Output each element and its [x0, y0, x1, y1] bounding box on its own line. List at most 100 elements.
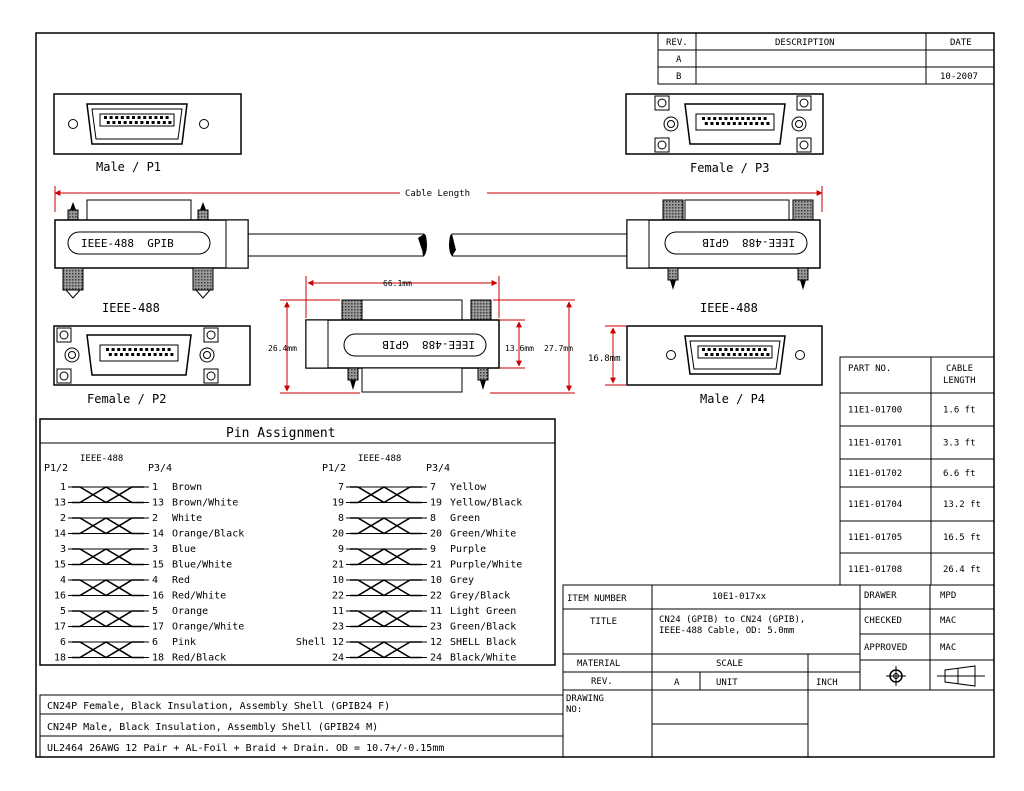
cable-length: 26.4 ft: [943, 565, 981, 575]
pin-right-number: 4: [152, 575, 158, 586]
connector-pin: [716, 353, 719, 356]
projection-cone-icon: [937, 665, 985, 687]
connector-pin: [145, 348, 149, 351]
scale-label: SCALE: [716, 659, 743, 669]
connector-pin: [159, 353, 163, 356]
approved-value: MAC: [940, 643, 956, 653]
connector-pin: [702, 117, 705, 120]
connector-pin: [760, 122, 764, 125]
twisted-pair: [72, 610, 144, 628]
pin-right-number: 5: [152, 606, 158, 617]
pin-left-number: 8: [338, 513, 344, 524]
connector-pin: [738, 353, 742, 356]
connector-pin: [164, 353, 168, 356]
female-p3-label: Female / P3: [690, 161, 769, 175]
connector-pin: [140, 121, 144, 124]
connector-pin: [735, 117, 739, 120]
pin-left-number: 4: [60, 575, 66, 586]
wire-color: Purple/White: [450, 560, 522, 571]
bom-item-1: CN24P Female, Black Insulation, Assembly…: [47, 701, 390, 712]
connector-pin: [143, 116, 147, 119]
item-number-label: ITEM NUMBER: [567, 594, 627, 604]
wire-color: Green: [450, 513, 480, 524]
drawing-no-label-1: DRAWING: [566, 694, 604, 704]
pin-left-number: 13: [54, 498, 66, 509]
wire-color: Pink: [172, 637, 196, 648]
wire-color: Green/Black: [450, 622, 516, 633]
wire-color: Orange: [172, 606, 208, 617]
connector-pin: [713, 117, 717, 120]
dim-height-inner: 13.6mm: [505, 344, 534, 353]
connector-pin: [707, 117, 711, 120]
connector-pin: [710, 353, 714, 356]
connector-pin: [111, 348, 115, 351]
connector-pin: [752, 348, 756, 351]
pin-right-number: 9: [430, 544, 436, 555]
pin-right-number: 15: [152, 560, 164, 571]
pin-left-number: 18: [54, 653, 66, 664]
connector-pin: [167, 348, 171, 351]
wire-color: Yellow/Black: [450, 498, 522, 509]
connector-pin: [727, 122, 731, 125]
material-label: MATERIAL: [577, 659, 620, 669]
connector-pin: [153, 353, 157, 356]
connector-pin: [732, 122, 736, 125]
pin-right-number: 14: [152, 529, 164, 540]
dim-width: 66.1mm: [383, 279, 412, 288]
pin-left-number: 23: [332, 622, 344, 633]
connector-pin: [730, 117, 733, 120]
part-number: 11E1-01708: [848, 565, 902, 575]
connector-pin: [766, 353, 770, 356]
connector-pin: [125, 353, 129, 356]
checked-label: CHECKED: [864, 616, 902, 626]
connector-pin: [128, 348, 132, 351]
title-line-2: IEEE-488 Cable, OD: 5.0mm: [659, 626, 794, 636]
connector-pin: [115, 116, 119, 119]
pin-right-number: 3: [152, 544, 158, 555]
connector-pin: [132, 116, 135, 119]
projection-target-icon: [886, 666, 906, 686]
middle-connector-side: IEEE-488 GPIB 66.1mm 26.4mm 13.6mm 27.7m…: [268, 276, 575, 394]
connector-pin: [738, 122, 742, 125]
wire-color: Light Green: [450, 606, 516, 617]
connector-pin: [108, 353, 112, 356]
connector-pin: [151, 121, 155, 124]
pin-left-number: 1: [60, 482, 66, 493]
pin-left-number: 14: [54, 529, 66, 540]
connector-pin: [749, 122, 753, 125]
pin-left-number: 6: [60, 637, 66, 648]
connector-pin: [707, 348, 711, 351]
twisted-pair: [350, 486, 422, 504]
title-line-1: CN24 (GPIB) to CN24 (GPIB),: [659, 615, 805, 625]
pin-right-number: 13: [152, 498, 164, 509]
cable-length: 1.6 ft: [943, 406, 976, 416]
connector-pin: [744, 122, 747, 125]
connector-pin: [758, 117, 761, 120]
connector-pin: [117, 348, 121, 351]
connector-pin: [735, 348, 739, 351]
rev-label: REV.: [591, 677, 613, 687]
twisted-pair: [72, 486, 144, 504]
right-connector-side: IEEE-488 GPIB IEEE-488: [626, 199, 821, 315]
wire-color: Grey/Black: [450, 591, 510, 602]
dim-male-height: 16.8mm: [588, 354, 621, 364]
twisted-pair: [350, 641, 422, 659]
pin-left-number: 20: [332, 529, 344, 540]
pin-right-number: 6: [152, 637, 158, 648]
pin-left-number: 24: [332, 653, 344, 664]
pin-left-number: 21: [332, 560, 344, 571]
pin-right-number: 20: [430, 529, 442, 540]
left-connector-text: IEEE-488 GPIB: [81, 237, 174, 250]
drawer-label: DRAWER: [864, 591, 897, 601]
connector-pin: [106, 121, 110, 124]
twisted-pair: [350, 610, 422, 628]
pin-left-number: 2: [60, 513, 66, 524]
wire-color: Red/Black: [172, 653, 226, 664]
pin-left-number: 10: [332, 575, 344, 586]
cable-length: 3.3 ft: [943, 439, 976, 449]
twisted-pair: [72, 548, 144, 566]
dim-height-outer: 27.7mm: [544, 344, 573, 353]
connector-pin: [702, 348, 705, 351]
connector-pin: [146, 121, 149, 124]
